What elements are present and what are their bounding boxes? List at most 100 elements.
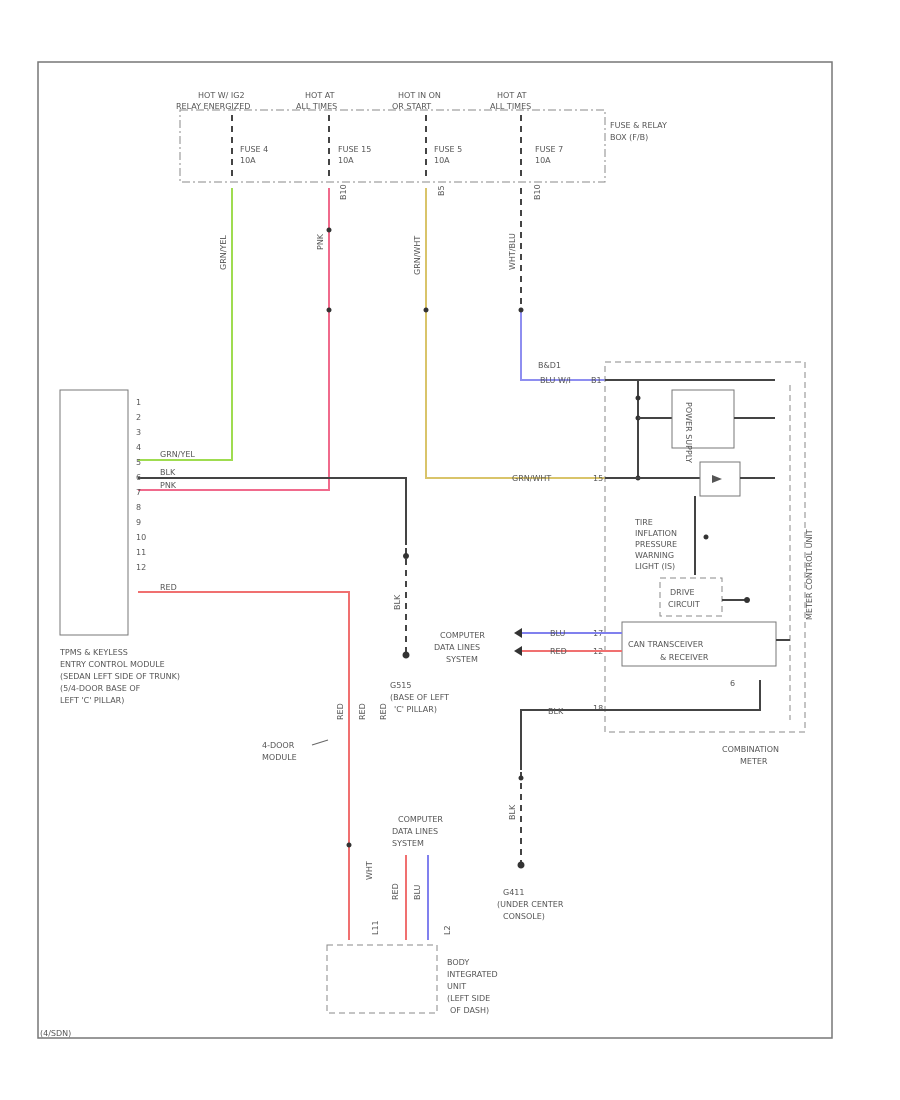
drive-line-2: CIRCUIT [668, 600, 700, 609]
splice-red [346, 842, 352, 848]
meter-lamp-icon [712, 475, 722, 483]
tpms-pin-10: 10 [136, 533, 146, 542]
g515-line2: (BASE OF LEFT [390, 693, 449, 702]
hot-label-4b: ALL TIMES [490, 102, 531, 111]
tpms-pin-9: 9 [136, 518, 141, 527]
hot-label-2b: ALL TIMES [296, 102, 337, 111]
tpms-name-3: (SEDAN LEFT SIDE OF TRUNK) [60, 672, 180, 681]
tpms-name-2: ENTRY CONTROL MODULE [60, 660, 165, 669]
meter-splice-1 [635, 395, 641, 401]
vertical-label-1: RED [358, 703, 367, 720]
splice-g411 [518, 775, 524, 781]
cdl2-line1: COMPUTER [398, 815, 443, 824]
fuse-3-rating: 10A [434, 156, 450, 165]
meter-regulator-label: POWER SUPPLY [684, 402, 693, 463]
can-arrow-2-icon [514, 646, 522, 656]
warning-line-3: PRESSURE [635, 540, 677, 549]
cdl2-line3: SYSTEM [392, 839, 424, 848]
tpms-pin-5: 5 [136, 458, 141, 467]
tpms-pin-2: 2 [136, 413, 141, 422]
wire-label-wht-blu: WHT/BLU [508, 233, 517, 270]
body-name-4: (LEFT SIDE [447, 994, 490, 1003]
splice-pnk-1 [326, 227, 332, 233]
can-transceiver-box [621, 621, 777, 667]
meter-regulator-box [671, 389, 735, 449]
tpms-pin-6: 6 [136, 473, 141, 482]
meter-side-label: METER CONTROL UNIT [805, 529, 814, 620]
combination-meter-box [604, 361, 806, 733]
tpms-name-5: LEFT 'C' PILLAR) [60, 696, 124, 705]
body-name-3: UNIT [447, 982, 466, 991]
hot-label-4a: HOT AT [497, 91, 527, 100]
g411-line1: G411 [503, 888, 524, 897]
warning-line-5: LIGHT (IS) [635, 562, 675, 571]
ground-g411-dot [517, 861, 525, 869]
meter-wire-label-3: BLU [550, 629, 566, 638]
door-module-line1: 4-DOOR [262, 741, 295, 750]
tpms-wire-label-4: RED [160, 583, 177, 592]
wire-pnk [138, 188, 330, 491]
vertical-label-2: RED [379, 703, 388, 720]
cdl1-line3: SYSTEM [446, 655, 478, 664]
door-module-arrow [311, 739, 329, 746]
meter-connector: B&D1 [538, 361, 561, 370]
can-line-1: CAN TRANSCEIVER [628, 640, 704, 649]
fuse-relay-box [179, 109, 606, 183]
fuse-4-name: FUSE 7 [535, 145, 563, 154]
tpms-pin-12: 12 [136, 563, 146, 572]
splice-blk-1 [403, 553, 409, 559]
wire-blk [138, 477, 407, 545]
can-arrow-1-icon [514, 628, 522, 638]
fuse-2-name: FUSE 15 [338, 145, 371, 154]
wire-label-grn-wht: GRN/WHT [413, 236, 422, 275]
vertical-label-3: WHT [365, 861, 374, 880]
wire-label-grn-yel: GRN/YEL [219, 235, 228, 270]
hot-label-1b: RELAY ENERGIZED [176, 102, 250, 111]
fuse-box-label-1: FUSE & RELAY [610, 121, 667, 130]
body-unit-box [326, 944, 438, 1014]
can-line-2: & RECEIVER [660, 653, 709, 662]
tpms-name-1: TPMS & KEYLESS [59, 648, 128, 657]
tpms-pin-8: 8 [136, 503, 141, 512]
meter-splice-4 [703, 534, 709, 540]
tpms-name-4: (5/4-DOOR BASE OF [60, 684, 141, 693]
meter-wire-label-2: GRN/WHT [512, 474, 551, 483]
meter-wire-label-1: BLU W/I [540, 376, 571, 385]
tpms-wire-label-3: PNK [160, 481, 177, 490]
fuse-box-label-2: BOX (F/B) [610, 133, 648, 142]
hot-label-3a: HOT IN ON [398, 91, 441, 100]
drive-circuit-box [659, 577, 723, 617]
meter-wire-label-5: BLK [548, 707, 564, 716]
drive-line-1: DRIVE [670, 588, 695, 597]
fuse-1-name: FUSE 4 [240, 145, 268, 154]
g411-line3: CONSOLE) [503, 912, 545, 921]
cdl2-line2: DATA LINES [392, 827, 438, 836]
cdl1-line2: DATA LINES [434, 643, 480, 652]
warning-line-1: TIRE [634, 518, 653, 527]
body-name-1: BODY [447, 958, 469, 967]
door-module-line2: MODULE [262, 753, 297, 762]
tpms-pin-11: 11 [136, 548, 146, 557]
hot-label-3b: OR START [392, 102, 431, 111]
footer-code: (4/SDN) [40, 1029, 71, 1038]
tpms-pin-3: 3 [136, 428, 141, 437]
vertical-label-4: RED [391, 883, 400, 900]
fuse-pin-label-2: B5 [437, 185, 446, 196]
wire-label-blk: BLK [393, 594, 402, 610]
fuse-3-name: FUSE 5 [434, 145, 462, 154]
splice-pnk-2 [326, 307, 332, 313]
drive-ground-dot [744, 597, 750, 603]
vertical-label-5: BLU [413, 884, 422, 900]
tpms-module-box [59, 389, 129, 636]
g515-line3: 'C' PILLAR) [394, 705, 437, 714]
hot-label-1a: HOT W/ IG2 [198, 91, 245, 100]
fuse-2-rating: 10A [338, 156, 354, 165]
meter-pin-5: 18 [593, 704, 603, 713]
fuse-pin-label-1: B10 [339, 184, 348, 200]
meter-pin-6: 6 [730, 679, 735, 688]
diagram-frame [37, 61, 833, 1039]
meter-label-1: COMBINATION [722, 745, 779, 754]
meter-ground-wire [605, 680, 761, 711]
body-pin-2: L2 [443, 925, 452, 935]
